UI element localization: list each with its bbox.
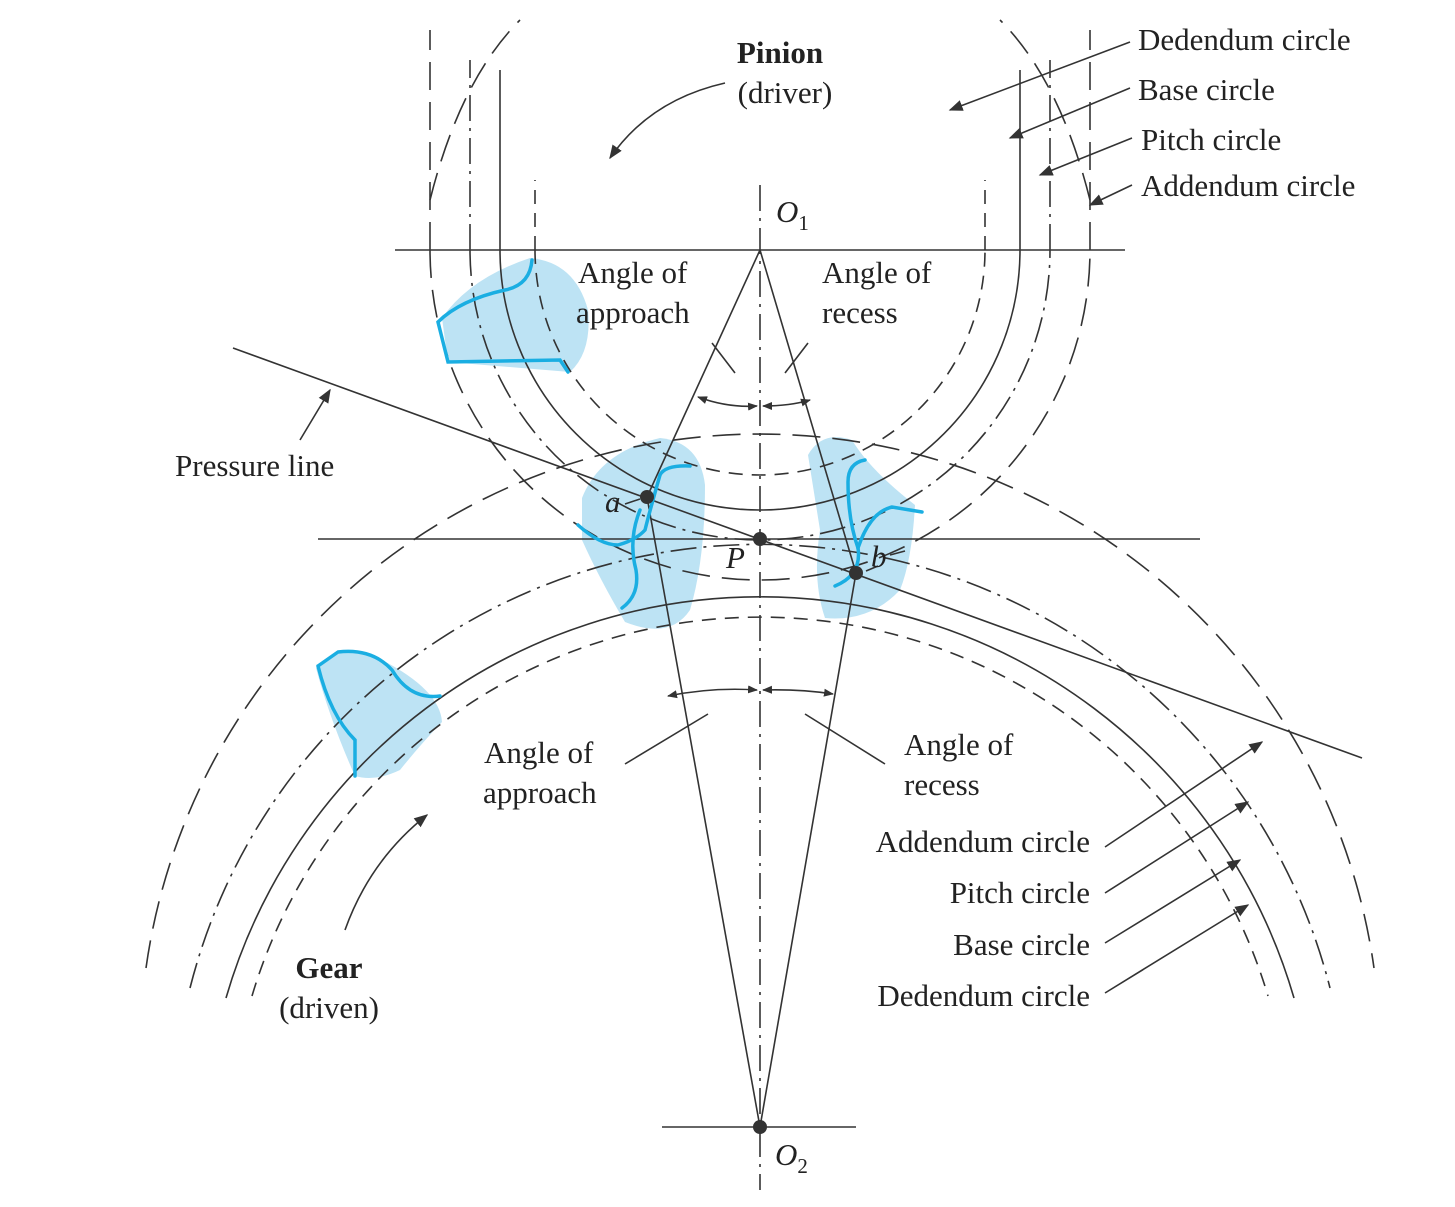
gear-approach-line2: approach [483, 775, 597, 810]
pinion-pitch-label: Pitch circle [1141, 122, 1281, 157]
pinion-dedendum-circle [534, 249, 986, 476]
pinion-subtitle: (driver) [738, 75, 833, 110]
pressure-line [232, 347, 1363, 759]
center-o2 [753, 1120, 767, 1134]
contact-points [624, 490, 906, 1134]
point-a [640, 490, 654, 504]
pinion-addendum-circle [429, 30, 1091, 581]
gear-pitch-label: Pitch circle [950, 875, 1090, 910]
gear-recess-line1: Angle of [904, 727, 1014, 762]
pitch-point-label: P [725, 540, 745, 575]
pinion-recess-line1: Angle of [822, 255, 932, 290]
pressure-line-label: Pressure line [175, 448, 334, 483]
gear-recess-line2: recess [904, 767, 980, 802]
pitch-point [753, 532, 767, 546]
gear-subtitle: (driven) [279, 990, 379, 1025]
gear-rotation-arrow [344, 814, 429, 931]
angle-arcs [624, 342, 886, 765]
point-b-label: b [871, 539, 887, 574]
pinion-title: Pinion [737, 35, 823, 70]
gear-dedendum-label: Dedendum circle [877, 978, 1090, 1013]
construction-lines [232, 249, 1363, 1128]
point-a-label: a [605, 484, 621, 519]
point-b [849, 566, 863, 580]
pinion-approach-line1: Angle of [578, 255, 688, 290]
o1-label: O1 [776, 194, 809, 235]
gear-base-label: Base circle [953, 927, 1090, 962]
pinion-addendum-label: Addendum circle [1141, 168, 1355, 203]
pinion-recess-line2: recess [822, 295, 898, 330]
gear-title: Gear [295, 950, 362, 985]
pinion-rotation-arrow [609, 82, 726, 160]
pinion-base-label: Base circle [1138, 72, 1275, 107]
rotation-arrows [344, 82, 726, 931]
labels: Pinion (driver) O1 Angle of approach Ang… [175, 22, 1355, 1178]
leader-lines [299, 41, 1264, 994]
gear-approach-line1: Angle of [484, 735, 594, 770]
pinion-approach-line2: approach [576, 295, 690, 330]
pinion-dedendum-label: Dedendum circle [1138, 22, 1351, 57]
o2-label: O2 [775, 1137, 808, 1178]
gear-addendum-label: Addendum circle [876, 824, 1090, 859]
